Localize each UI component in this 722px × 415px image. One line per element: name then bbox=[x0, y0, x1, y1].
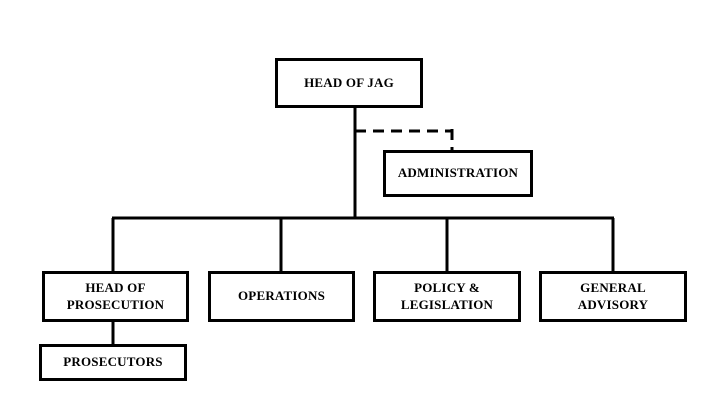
node-head-of-prosecution[interactable]: HEAD OF PROSECUTION bbox=[42, 271, 189, 322]
node-policy-legislation[interactable]: POLICY & LEGISLATION bbox=[373, 271, 521, 322]
node-head-of-jag[interactable]: HEAD OF JAG bbox=[275, 58, 423, 108]
node-administration[interactable]: ADMINISTRATION bbox=[383, 150, 533, 197]
node-label-operations: OPERATIONS bbox=[238, 288, 325, 304]
node-operations[interactable]: OPERATIONS bbox=[208, 271, 355, 322]
node-label-prosecutors: PROSECUTORS bbox=[63, 354, 163, 370]
node-label-general-advisory: GENERAL ADVISORY bbox=[577, 280, 649, 312]
node-label-head-of-prosecution: HEAD OF PROSECUTION bbox=[66, 280, 165, 312]
node-general-advisory[interactable]: GENERAL ADVISORY bbox=[539, 271, 687, 322]
node-label-head-of-jag: HEAD OF JAG bbox=[304, 74, 394, 90]
node-label-administration: ADMINISTRATION bbox=[397, 165, 519, 181]
node-label-policy-legislation: POLICY & LEGISLATION bbox=[400, 280, 494, 312]
node-prosecutors[interactable]: PROSECUTORS bbox=[39, 344, 187, 381]
